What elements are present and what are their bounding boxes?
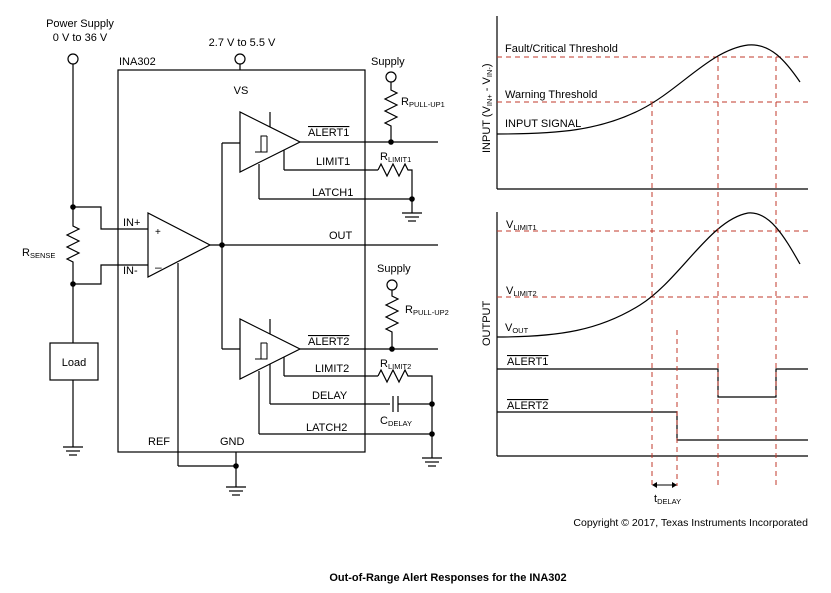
vlimit2-label: VLIMIT2 <box>506 285 537 298</box>
limit1-pin: LIMIT1 <box>316 156 350 168</box>
timing-waveforms: INPUT (VIN+ - VIN-) Fault/Critical Thres… <box>481 16 808 529</box>
supply-2-terminal <box>386 279 398 291</box>
supply-1-terminal <box>385 71 397 83</box>
tdelay-arrow <box>652 482 677 488</box>
hysteresis-icon-2 <box>255 342 268 360</box>
alert2-pin: ALERT2 <box>308 336 349 348</box>
vout-label: VOUT <box>505 322 529 335</box>
vs-range: 2.7 V to 5.5 V <box>209 37 276 49</box>
vlimit1-label: VLIMIT1 <box>506 219 537 232</box>
warning-threshold-label: Warning Threshold <box>505 89 597 101</box>
ref-pin: REF <box>148 436 170 448</box>
supply-2-label: Supply <box>377 263 411 275</box>
rpullup2-label: RPULL-UP2 <box>405 304 449 317</box>
ground-symbol-load <box>63 446 83 456</box>
out-pin: OUT <box>329 230 353 242</box>
input-signal-curve <box>496 44 801 135</box>
delay-pin: DELAY <box>312 390 348 402</box>
in-plus-pin: IN+ <box>123 217 140 229</box>
fault-threshold-label: Fault/Critical Threshold <box>505 43 618 55</box>
figure-caption: Out-of-Range Alert Responses for the INA… <box>329 572 566 584</box>
amp-plus: + <box>155 227 161 238</box>
alert1-trace-label: ALERT1 <box>507 356 548 368</box>
limit2-pin: LIMIT2 <box>315 363 349 375</box>
rpullup1-resistor <box>383 82 399 142</box>
current-sense-amplifier <box>147 212 212 278</box>
ground-symbol-ic <box>226 486 246 496</box>
alert1-trace <box>497 368 808 398</box>
alert2-trace <box>497 411 808 441</box>
alert2-trace-label: ALERT2 <box>507 400 548 412</box>
supply-1-label: Supply <box>371 56 405 68</box>
load-box <box>49 342 99 381</box>
latch2-pin: LATCH2 <box>306 422 347 434</box>
hysteresis-icon-1 <box>255 135 268 153</box>
latch1-pin: LATCH1 <box>312 187 353 199</box>
rpullup1-label: RPULL-UP1 <box>401 96 445 109</box>
vs-pin: VS <box>234 85 249 97</box>
rlimit1-label: RLIMIT1 <box>380 151 411 164</box>
alert1-pin: ALERT1 <box>308 127 349 139</box>
rlimit1-resistor <box>377 162 413 213</box>
rlimit2-label: RLIMIT2 <box>380 358 411 371</box>
vout-curve <box>496 212 801 338</box>
input-signal-label: INPUT SIGNAL <box>505 118 581 130</box>
in-minus-pin: IN- <box>123 265 138 277</box>
ina302-chip <box>117 69 366 453</box>
tdelay-label: tDELAY <box>654 493 681 506</box>
load-label: Load <box>62 357 86 369</box>
ground-symbol-limit1 <box>402 212 422 222</box>
rlimit2-resistor <box>377 368 433 458</box>
ic-name: INA302 <box>119 56 156 68</box>
copyright-notice: Copyright © 2017, Texas Instruments Inco… <box>573 517 808 529</box>
output-axis-label: OUTPUT <box>481 301 493 347</box>
power-supply-label: Power Supply <box>46 18 114 30</box>
ground-symbol-limit2 <box>422 457 442 467</box>
rpullup2-resistor <box>384 290 400 349</box>
vs-terminal <box>234 53 246 65</box>
input-axis-label: INPUT (VIN+ - VIN-) <box>481 63 494 153</box>
rsense-label: RSENSE <box>22 247 55 260</box>
cdelay-label: CDELAY <box>380 415 412 428</box>
rsense-resistor <box>65 207 81 284</box>
gnd-pin: GND <box>220 436 245 448</box>
circuit-schematic: Power Supply 0 V to 36 V RSENSE Load INA… <box>22 18 449 496</box>
power-supply-terminal <box>67 53 79 65</box>
power-supply-range: 0 V to 36 V <box>53 32 108 44</box>
cdelay-capacitor <box>392 396 432 412</box>
amp-minus: – <box>155 260 162 274</box>
